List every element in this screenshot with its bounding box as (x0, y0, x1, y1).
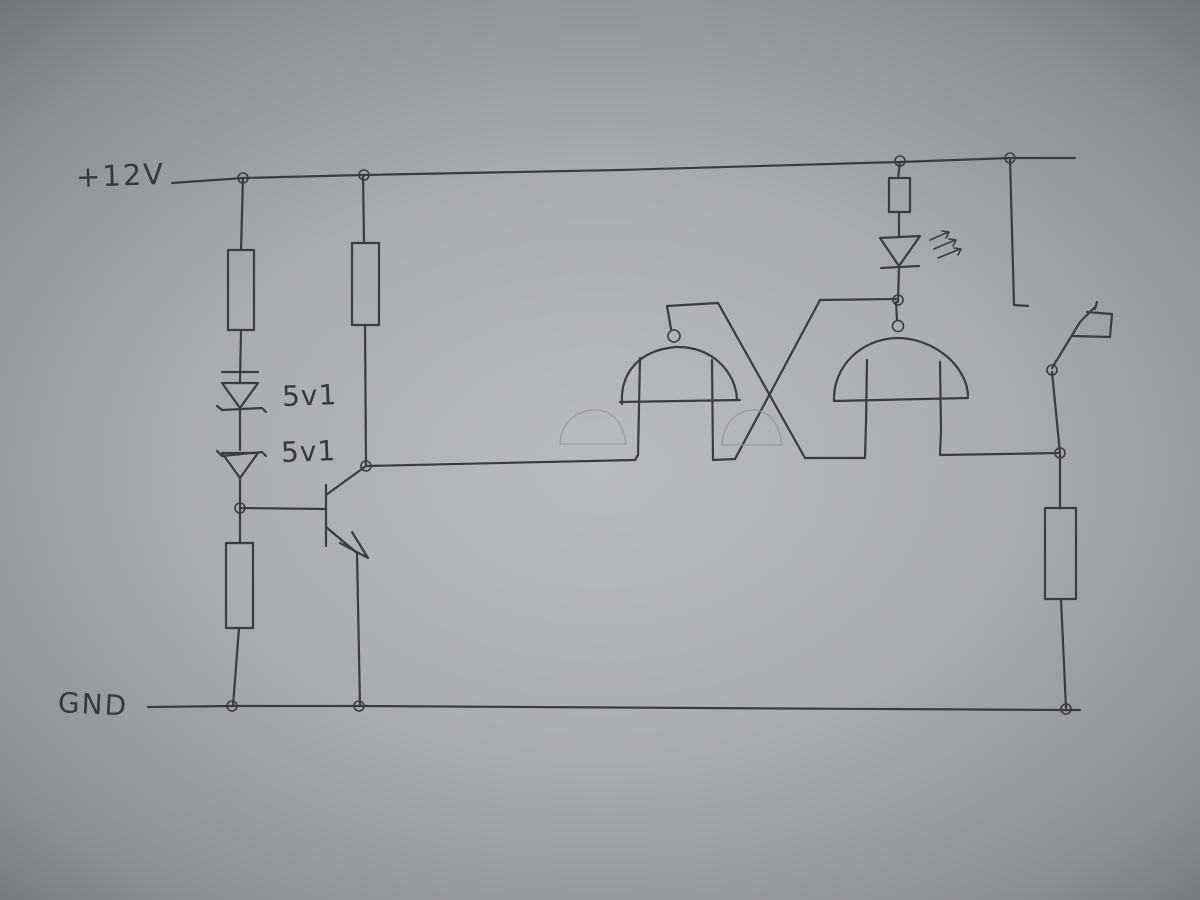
resistor-r1 (226, 248, 256, 332)
push-switch (1050, 300, 1114, 370)
led-wire-3 (896, 266, 901, 304)
junction-dots (226, 152, 1072, 715)
led-wire (896, 160, 902, 180)
switch-wire-bottom (1050, 370, 1062, 455)
collector-wire (363, 323, 368, 468)
nand-gate-1 (618, 301, 868, 462)
base-wire (238, 506, 328, 511)
switch-wire-top (1008, 156, 1030, 308)
collector-pullup-wire (361, 173, 366, 245)
resistor-r4 (887, 176, 912, 214)
npn-transistor (324, 464, 370, 708)
zener-diode-d1 (215, 370, 268, 414)
nand-gate-2 (733, 297, 1062, 461)
zener-top-label: 5v1 (281, 378, 338, 413)
ground-rail (146, 704, 1082, 712)
zener-diode-d2 (215, 449, 268, 480)
ground-label: GND (57, 686, 129, 723)
divider-wire-5 (231, 626, 241, 708)
supply-label: +12V (75, 156, 166, 194)
divider-wire (239, 176, 245, 252)
resistor-r2 (224, 541, 255, 630)
erased-gate-ghost-2 (721, 409, 783, 446)
pulldown-wire-2 (1059, 597, 1068, 710)
led-diode (878, 230, 962, 270)
gate-input-wire (364, 453, 640, 468)
resistor-r3 (350, 241, 381, 327)
zener-bottom-label: 5v1 (280, 434, 337, 469)
resistor-r5 (1043, 506, 1078, 601)
divider-wire-2 (238, 328, 243, 384)
supply-rail (170, 156, 1077, 185)
erased-gate-ghost-1 (559, 409, 627, 445)
